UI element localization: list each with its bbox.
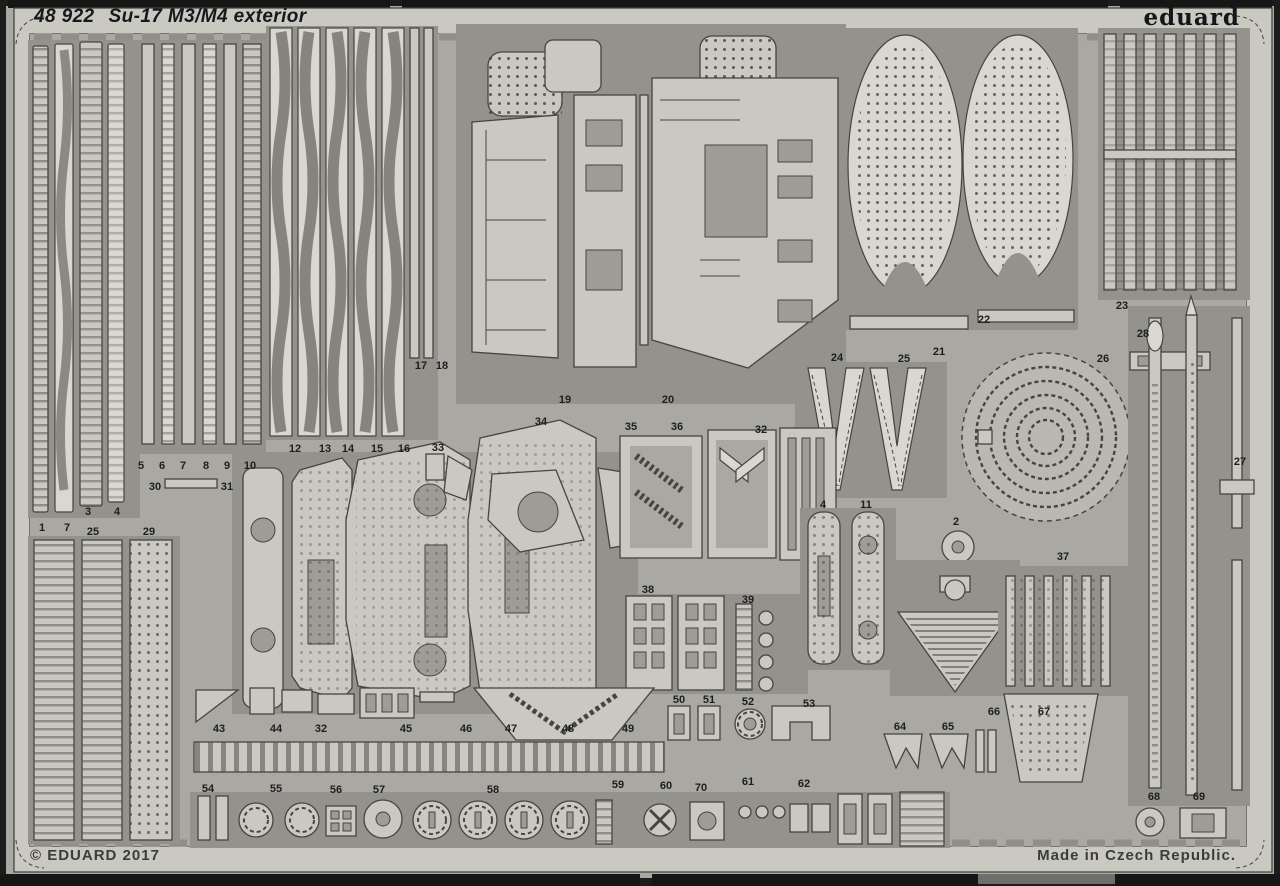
sheet-title: 48 922 Su-17 M3/M4 exterior bbox=[34, 6, 307, 28]
strip-group-5-10 bbox=[138, 40, 266, 454]
made-in-text: Made in Czech Republic. bbox=[1037, 847, 1236, 864]
product-code: 48 922 bbox=[34, 6, 95, 27]
mesh-teardrop-group bbox=[846, 28, 1078, 330]
copyright-text: © EDUARD 2017 bbox=[30, 847, 160, 864]
strip-group-bottom-left bbox=[28, 536, 180, 844]
spiral-ring-part bbox=[958, 349, 1134, 525]
pitot-rod-group bbox=[1128, 293, 1255, 839]
product-name: Su-17 M3/M4 exterior bbox=[108, 6, 307, 27]
frame-parts-35-36 bbox=[619, 427, 837, 561]
center-panel-group bbox=[232, 419, 638, 714]
mid-row-parts bbox=[193, 687, 1099, 783]
strip-group-left bbox=[28, 40, 140, 518]
grill-part-37 bbox=[998, 566, 1134, 696]
strip-group-11-18 bbox=[266, 26, 438, 440]
strip-group-right bbox=[1098, 28, 1250, 300]
lattice-parts-38-39 bbox=[622, 594, 808, 694]
brand-logo: eduard bbox=[1143, 4, 1240, 31]
bottom-row-parts bbox=[190, 791, 950, 848]
fuselage-panel-group bbox=[456, 24, 846, 404]
